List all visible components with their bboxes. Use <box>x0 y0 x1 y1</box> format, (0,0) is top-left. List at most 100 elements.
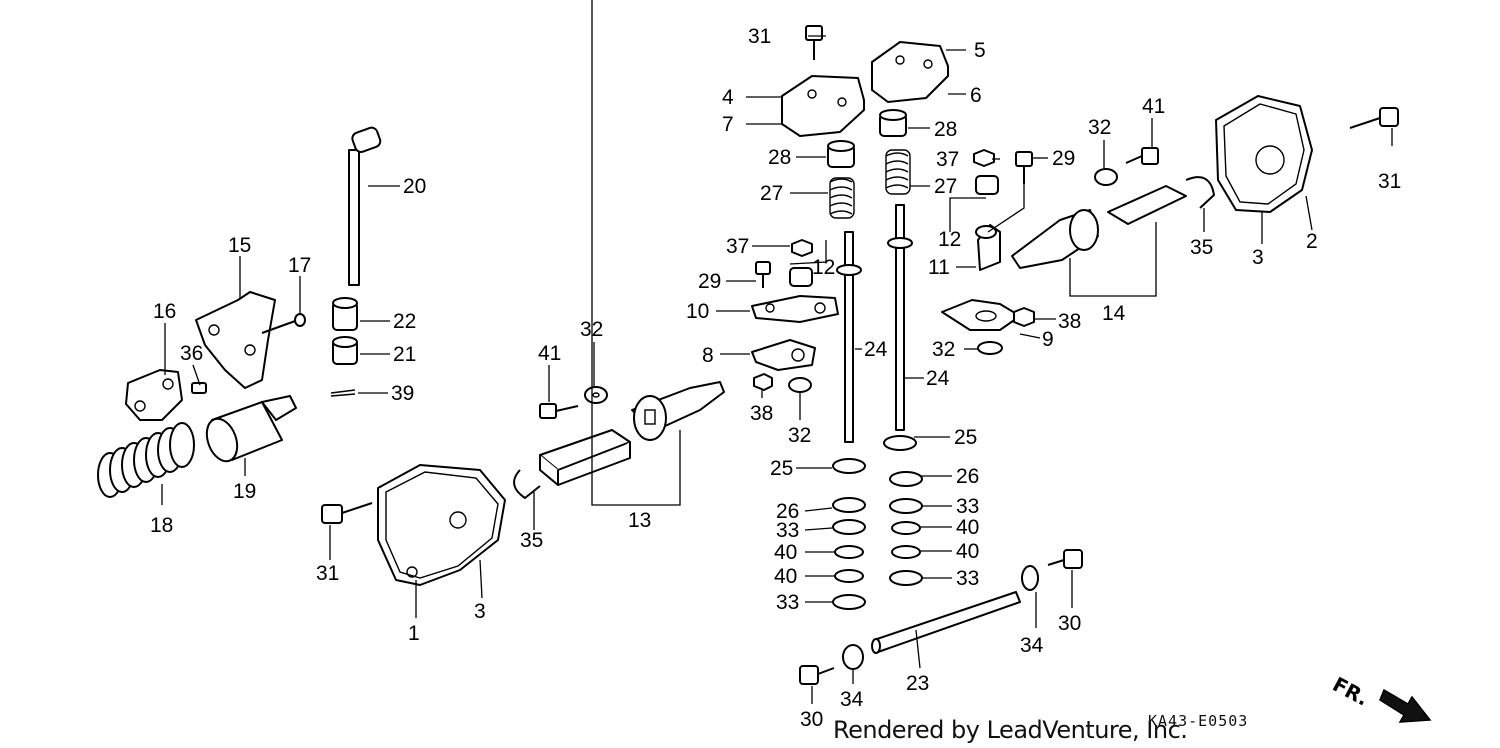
callout-33: 33 <box>956 567 979 590</box>
part-36-bolt <box>191 382 207 394</box>
part-41-bolt-right <box>1125 147 1159 165</box>
part-37-nut-right <box>973 149 995 167</box>
part-27-spring-right <box>885 149 911 195</box>
part-31-bolt-left <box>321 502 373 524</box>
callout-35: 35 <box>1190 236 1213 259</box>
callout-27: 27 <box>760 182 783 205</box>
callout-40: 40 <box>956 540 979 563</box>
callout-33: 33 <box>776 591 799 614</box>
part-20-shift-rod <box>348 126 382 286</box>
callout-26: 26 <box>776 500 799 523</box>
callout-32: 32 <box>932 338 955 361</box>
callout-8: 8 <box>702 344 714 367</box>
part-27-spring-left <box>829 177 855 219</box>
callout-16: 16 <box>153 300 176 323</box>
callout-32: 32 <box>788 424 811 447</box>
callout-24: 24 <box>926 367 950 390</box>
part-30-bolt-left <box>799 665 835 685</box>
callout-11: 11 <box>928 256 950 279</box>
part-32-washer-far-right <box>1094 168 1118 186</box>
callout-25: 25 <box>954 426 977 449</box>
callout-37: 37 <box>726 235 749 258</box>
part-25-washer-left <box>832 458 866 474</box>
callout-5: 5 <box>974 39 986 62</box>
callout-13: 13 <box>628 509 651 532</box>
part-38-nut-right <box>1013 307 1035 327</box>
callout-37: 37 <box>936 148 959 171</box>
part-21-collar <box>332 336 358 365</box>
part-29-bolt-left <box>755 261 771 288</box>
callout-35: 35 <box>520 529 543 552</box>
callout-36: 36 <box>180 342 203 365</box>
callout-14: 14 <box>1102 302 1126 325</box>
callout-18: 18 <box>150 514 173 537</box>
part-32-washer-right <box>977 341 1003 355</box>
part-33-washer-left-b <box>832 594 866 610</box>
leader-lines <box>161 0 1393 704</box>
part-11-bracket <box>975 224 1001 271</box>
part-28-collar-right <box>879 109 907 137</box>
callout-6: 6 <box>970 84 982 107</box>
front-direction-arrow <box>1379 688 1432 723</box>
callout-38: 38 <box>1058 310 1081 333</box>
callout-33: 33 <box>776 519 799 542</box>
part-19-piston <box>205 395 297 463</box>
part-31-bolt-top <box>805 25 823 60</box>
callout-38: 38 <box>750 402 773 425</box>
part-31-bolt-right <box>1349 107 1399 129</box>
part-41-bolt-center <box>539 403 579 419</box>
part-39-cotter-pin <box>330 389 356 397</box>
callout-26: 26 <box>956 465 979 488</box>
part-12-collar-left <box>789 267 813 287</box>
callout-17: 17 <box>288 254 311 277</box>
callout-28: 28 <box>768 146 791 169</box>
part-15-fork <box>195 291 276 389</box>
callout-29: 29 <box>1052 147 1075 170</box>
part-18-spring <box>97 422 195 498</box>
part-40-clip-left-a <box>834 545 864 559</box>
part-32-washer-center <box>584 386 608 404</box>
callout-33: 33 <box>956 495 979 518</box>
part-28-collar-left <box>827 140 855 168</box>
callout-40: 40 <box>956 516 979 539</box>
callout-12: 12 <box>938 228 961 251</box>
callout-3: 3 <box>474 600 486 623</box>
callout-29: 29 <box>698 270 721 293</box>
part-16-bracket <box>125 369 183 421</box>
part-33-washer-right-b <box>889 570 923 586</box>
callout-7: 7 <box>722 113 734 136</box>
callout-10: 10 <box>686 300 709 323</box>
part-13-shift-arm <box>539 381 725 486</box>
part-1-cover-left <box>377 464 506 586</box>
part-14-shift-arm <box>1011 185 1187 269</box>
part-29-bolt-right <box>1015 151 1033 184</box>
part-34-washer-right <box>1021 565 1039 591</box>
callout-31: 31 <box>1378 170 1401 193</box>
diagram-code: KA43-E0503 <box>1148 712 1249 730</box>
part-33-washer-left <box>832 519 866 535</box>
part-35-clip-right <box>1185 176 1215 209</box>
part-30-bolt-right <box>1047 549 1083 569</box>
part-37-nut-left <box>791 239 813 257</box>
part-40-clip-left-b <box>834 569 864 583</box>
part-32-washer-left <box>788 377 812 393</box>
part-24-shaft-left <box>836 231 862 443</box>
callout-4: 4 <box>722 86 734 109</box>
callout-41: 41 <box>1142 95 1165 118</box>
part-5-cap <box>871 41 949 103</box>
part-35-clip-left <box>513 469 541 499</box>
callout-labels: 1 2 3 3 4 5 6 7 8 9 10 11 12 12 13 14 15… <box>150 25 1401 731</box>
callout-2: 2 <box>1306 230 1318 253</box>
part-26-washer-left <box>832 497 866 513</box>
part-25-washer-right <box>883 435 917 451</box>
callout-15: 15 <box>228 234 251 257</box>
callout-32: 32 <box>580 318 603 341</box>
part-23-shaft <box>871 591 1021 654</box>
callout-30: 30 <box>1058 612 1081 635</box>
callout-31: 31 <box>316 562 339 585</box>
part-40-clip-right-a <box>891 521 921 535</box>
callout-40: 40 <box>774 541 797 564</box>
callout-34: 34 <box>840 688 864 711</box>
part-40-clip-right-b <box>891 545 921 559</box>
